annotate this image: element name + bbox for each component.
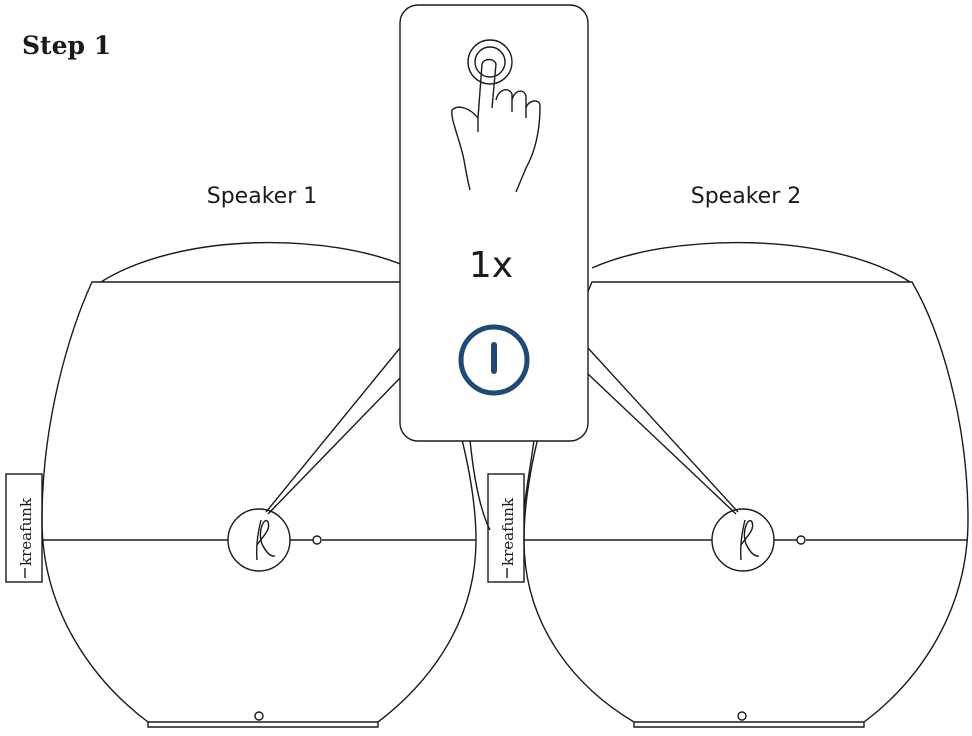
pointer-line-1b bbox=[267, 377, 401, 515]
speaker-2-strap bbox=[487, 473, 525, 583]
speaker-1-base bbox=[147, 722, 379, 728]
pointer-line-2b bbox=[587, 373, 737, 515]
speaker-1-led-icon bbox=[312, 535, 322, 545]
press-count: 1x bbox=[469, 245, 513, 286]
power-button-icon[interactable] bbox=[458, 324, 530, 396]
speaker-1-logo-icon bbox=[255, 519, 276, 561]
speaker-2-base-hole bbox=[737, 711, 747, 721]
speaker-1-label: Speaker 1 bbox=[207, 184, 317, 209]
speaker-2-body bbox=[523, 281, 969, 723]
speaker-1-base-hole bbox=[254, 711, 264, 721]
step-title: Step 1 bbox=[22, 31, 111, 60]
callout-neck bbox=[469, 439, 535, 531]
speaker-1-brand: kreafunk bbox=[17, 497, 35, 566]
callout-box bbox=[399, 4, 589, 442]
speaker-2-top-cap bbox=[591, 241, 911, 283]
pointer-line-2a bbox=[587, 347, 739, 513]
pointer-line-1a bbox=[265, 347, 401, 513]
speaker-2-led-icon bbox=[796, 535, 806, 545]
press-finger-icon bbox=[451, 39, 541, 193]
speaker-1-top-cap bbox=[100, 241, 411, 283]
speaker-1-strap bbox=[5, 473, 43, 583]
speaker-2-brand: kreafunk bbox=[499, 497, 517, 566]
speaker-2: kreafunk bbox=[487, 241, 969, 728]
speaker-2-base bbox=[633, 722, 865, 728]
speaker-2-logo-icon bbox=[739, 519, 760, 561]
speaker-2-power-button[interactable] bbox=[711, 508, 775, 572]
callout-panel: 1x bbox=[265, 4, 739, 515]
speaker-2-label: Speaker 2 bbox=[691, 184, 801, 209]
speaker-1-power-button[interactable] bbox=[227, 508, 291, 572]
